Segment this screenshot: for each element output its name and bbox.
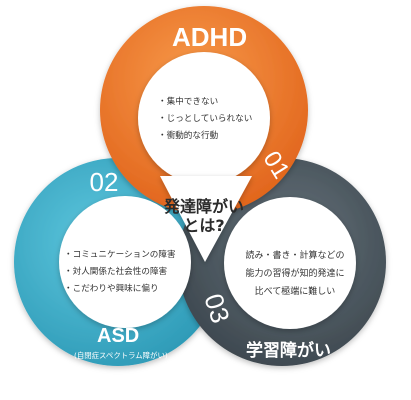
list-item: コミュニケーションの障害 [64,247,176,264]
center-title-line1: 発達障がい [163,197,244,216]
list-item: じっとしていられない [158,111,253,128]
asd-subtitle: (自閉症スペクトラム障がい) [74,351,168,360]
asd-number: 02 [90,167,119,197]
adhd-title: ADHD [172,22,248,52]
asd-title: ASD [97,325,140,347]
center-triangle [160,176,252,262]
ld-line: 読み・書き・計算などの [245,251,345,261]
ld-line: 能力の習得が知的発達に [245,269,345,279]
list-item: 対人関係た社会性の障害 [64,264,176,281]
list-item: 集中できない [158,94,252,111]
adhd-list: 集中できない じっとしていられない 衝動的な行動 [158,94,253,145]
ld-title: 学習障がい [246,341,331,361]
list-item: こだわりや興味に偏り [64,281,176,298]
center-title: 発達障がい とは? [146,197,262,235]
ld-inner [224,197,356,329]
center-title-line2: とは? [183,216,225,235]
asd-list: コミュニケーションの障害 対人関係た社会性の障害 こだわりや興味に偏り [64,247,176,298]
ld-line: 比べて極端に難しい [254,287,336,297]
list-item: 衝動的な行動 [158,128,252,145]
ld-description: 読み・書き・計算などの 能力の習得が知的発達に 比べて極端に難しい [236,247,354,301]
